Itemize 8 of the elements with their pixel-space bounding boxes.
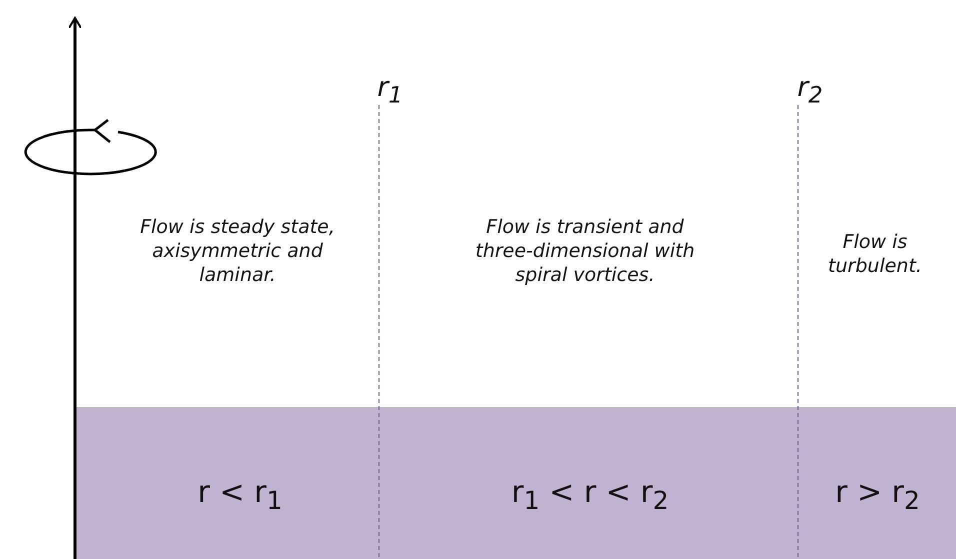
region-description: Flow is steady state, axisymmetric and laminar. (139, 215, 336, 287)
region-condition: r > r$_{2}$ (834, 475, 921, 515)
radius-label: r$_{1}$ (376, 72, 404, 108)
region-description: Flow is transient and three-dimensional with spiral vortices. (474, 215, 696, 287)
radius-label: r$_{2}$ (796, 72, 824, 108)
region-condition: r < r$_{1}$ (196, 475, 284, 515)
region-condition: r$_{1}$ < r < r$_{2}$ (510, 475, 670, 515)
region-description: Flow is turbulent. (827, 230, 923, 278)
